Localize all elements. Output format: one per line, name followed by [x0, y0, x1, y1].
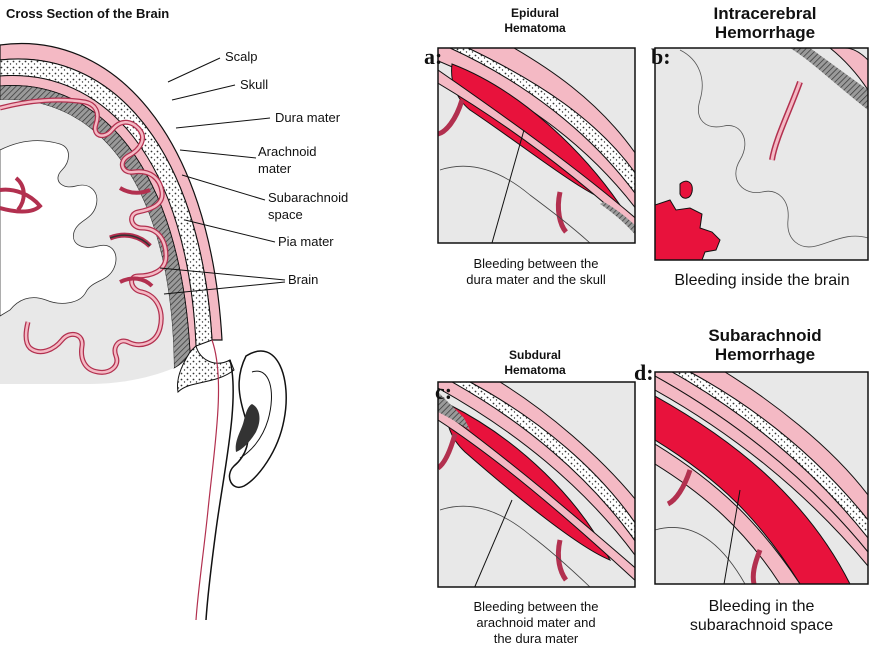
cross-section-figure — [0, 44, 286, 620]
panel-b-letter: b: — [651, 46, 671, 68]
panel-d-letter: d: — [634, 362, 654, 384]
label-scalp: Scalp — [225, 49, 258, 65]
panel-a-art — [436, 40, 640, 250]
label-subarachnoid: Subarachnoid — [268, 190, 348, 206]
panel-c-art — [438, 382, 640, 598]
label-brain: Brain — [288, 272, 318, 288]
panel-c-letter: c: — [435, 381, 452, 403]
label-arachnoid-mater: mater — [258, 161, 291, 177]
panel-d-art — [655, 372, 868, 596]
panel-b-art — [655, 48, 868, 260]
page-title: Cross Section of the Brain — [6, 6, 169, 21]
label-subarachnoid-space: space — [268, 207, 303, 223]
label-arachnoid: Arachnoid — [258, 144, 317, 160]
label-skull: Skull — [240, 77, 268, 93]
label-dura-mater: Dura mater — [275, 110, 340, 126]
panel-b-caption: Bleeding inside the brain — [650, 271, 874, 290]
panel-a-letter: a: — [424, 46, 442, 68]
ear-figure — [229, 351, 286, 487]
label-pia-mater: Pia mater — [278, 234, 334, 250]
